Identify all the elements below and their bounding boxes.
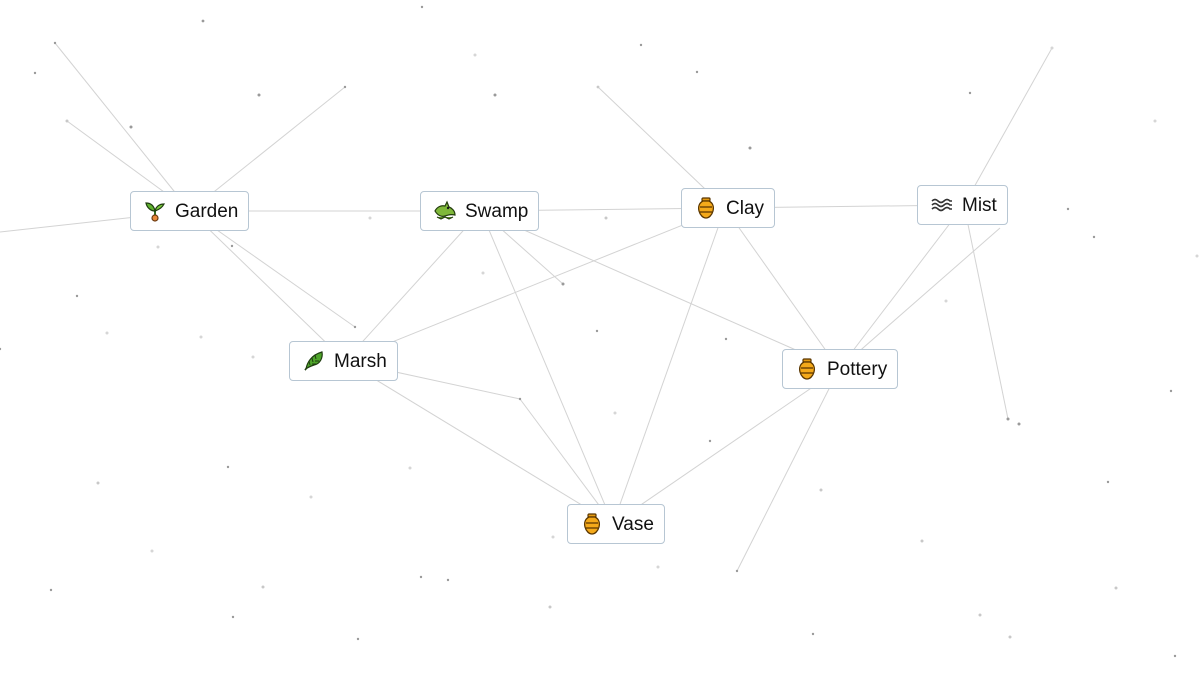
element-clay[interactable]: Clay [681, 188, 776, 228]
seedling-icon [143, 199, 167, 223]
element-label: Marsh [334, 350, 387, 372]
background-dots [0, 5, 1199, 658]
connection-line [838, 227, 1001, 370]
element-garden[interactable]: Garden [130, 191, 250, 231]
amphora-icon [795, 357, 819, 381]
element-marsh[interactable]: Marsh [289, 341, 398, 381]
fog-waves-icon [930, 193, 954, 217]
connection-line [189, 86, 346, 212]
herb-leaf-icon [302, 349, 326, 373]
connection-line [838, 204, 965, 370]
crocodile-icon [433, 199, 457, 223]
connection-line [480, 210, 614, 525]
element-vase[interactable]: Vase [567, 504, 665, 544]
connection-line [612, 368, 840, 525]
element-label: Clay [726, 197, 765, 219]
element-swamp[interactable]: Swamp [420, 191, 540, 231]
connection-line [344, 207, 726, 362]
connection-line [736, 368, 840, 572]
connection-line [344, 210, 482, 362]
connection-line [480, 210, 840, 370]
element-label: Vase [612, 513, 654, 535]
connection-line [519, 398, 614, 525]
element-label: Swamp [465, 200, 529, 222]
connection-line [612, 207, 726, 525]
connection-line [597, 86, 726, 209]
amphora-icon [694, 196, 718, 220]
connection-line [189, 210, 346, 362]
element-pottery[interactable]: Pottery [782, 349, 899, 389]
connection-line [54, 42, 191, 212]
element-label: Mist [962, 194, 997, 216]
element-label: Garden [175, 200, 239, 222]
connection-line [963, 47, 1053, 206]
amphora-icon [580, 512, 604, 536]
element-mist[interactable]: Mist [917, 185, 1008, 225]
connection-line [724, 207, 840, 370]
element-label: Pottery [827, 358, 888, 380]
connection-line [344, 360, 614, 525]
connection-line [963, 204, 1009, 420]
